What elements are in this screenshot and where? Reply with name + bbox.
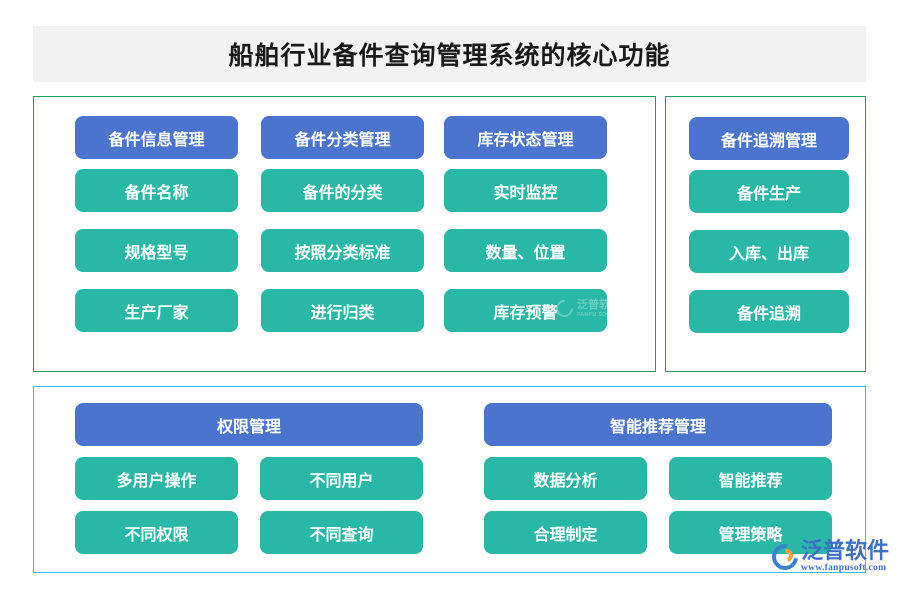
feature-item-management-strategy[interactable]: 管理策略 [669,511,832,554]
feature-item-data-analysis[interactable]: 数据分析 [484,457,647,500]
feature-item-different-users[interactable]: 不同用户 [260,457,423,500]
feature-item-part-traceability[interactable]: 备件追溯 [689,290,849,333]
feature-item-part-production[interactable]: 备件生产 [689,170,849,213]
group-header-spare-part-category[interactable]: 备件分类管理 [261,116,424,159]
feature-item-multi-user-operation[interactable]: 多用户操作 [75,457,238,500]
feature-item-inbound-outbound[interactable]: 入库、出库 [689,230,849,273]
page-title: 船舶行业备件查询管理系统的核心功能 [228,42,671,70]
main-feature-panel: 备件信息管理 备件名称 规格型号 生产厂家 备件分类管理 备件的分类 按照分类标… [33,96,656,372]
bottom-feature-panel: 权限管理 多用户操作 不同用户 不同权限 不同查询 智能推荐管理 数据分析 智能… [33,386,866,573]
page-title-bar: 船舶行业备件查询管理系统的核心功能 [33,26,866,82]
feature-item-different-queries[interactable]: 不同查询 [260,511,423,554]
feature-item-different-permissions[interactable]: 不同权限 [75,511,238,554]
feature-item-realtime-monitoring[interactable]: 实时监控 [444,169,607,212]
feature-item-manufacturer[interactable]: 生产厂家 [75,289,238,332]
group-header-spare-part-info[interactable]: 备件信息管理 [75,116,238,159]
feature-item-classification-standard[interactable]: 按照分类标准 [261,229,424,272]
group-header-inventory-status[interactable]: 库存状态管理 [444,116,607,159]
feature-item-inventory-alert[interactable]: 库存预警 [444,289,607,332]
group-header-permission-management[interactable]: 权限管理 [75,403,423,446]
feature-item-smart-recommendation[interactable]: 智能推荐 [669,457,832,500]
feature-item-perform-grouping[interactable]: 进行归类 [261,289,424,332]
feature-item-spare-part-name[interactable]: 备件名称 [75,169,238,212]
feature-item-part-classification[interactable]: 备件的分类 [261,169,424,212]
group-header-spare-part-trace[interactable]: 备件追溯管理 [689,117,849,160]
feature-item-reasonable-planning[interactable]: 合理制定 [484,511,647,554]
trace-feature-panel: 备件追溯管理 备件生产 入库、出库 备件追溯 [665,96,866,372]
feature-item-specification-model[interactable]: 规格型号 [75,229,238,272]
group-header-smart-recommendation[interactable]: 智能推荐管理 [484,403,832,446]
feature-item-quantity-location[interactable]: 数量、位置 [444,229,607,272]
